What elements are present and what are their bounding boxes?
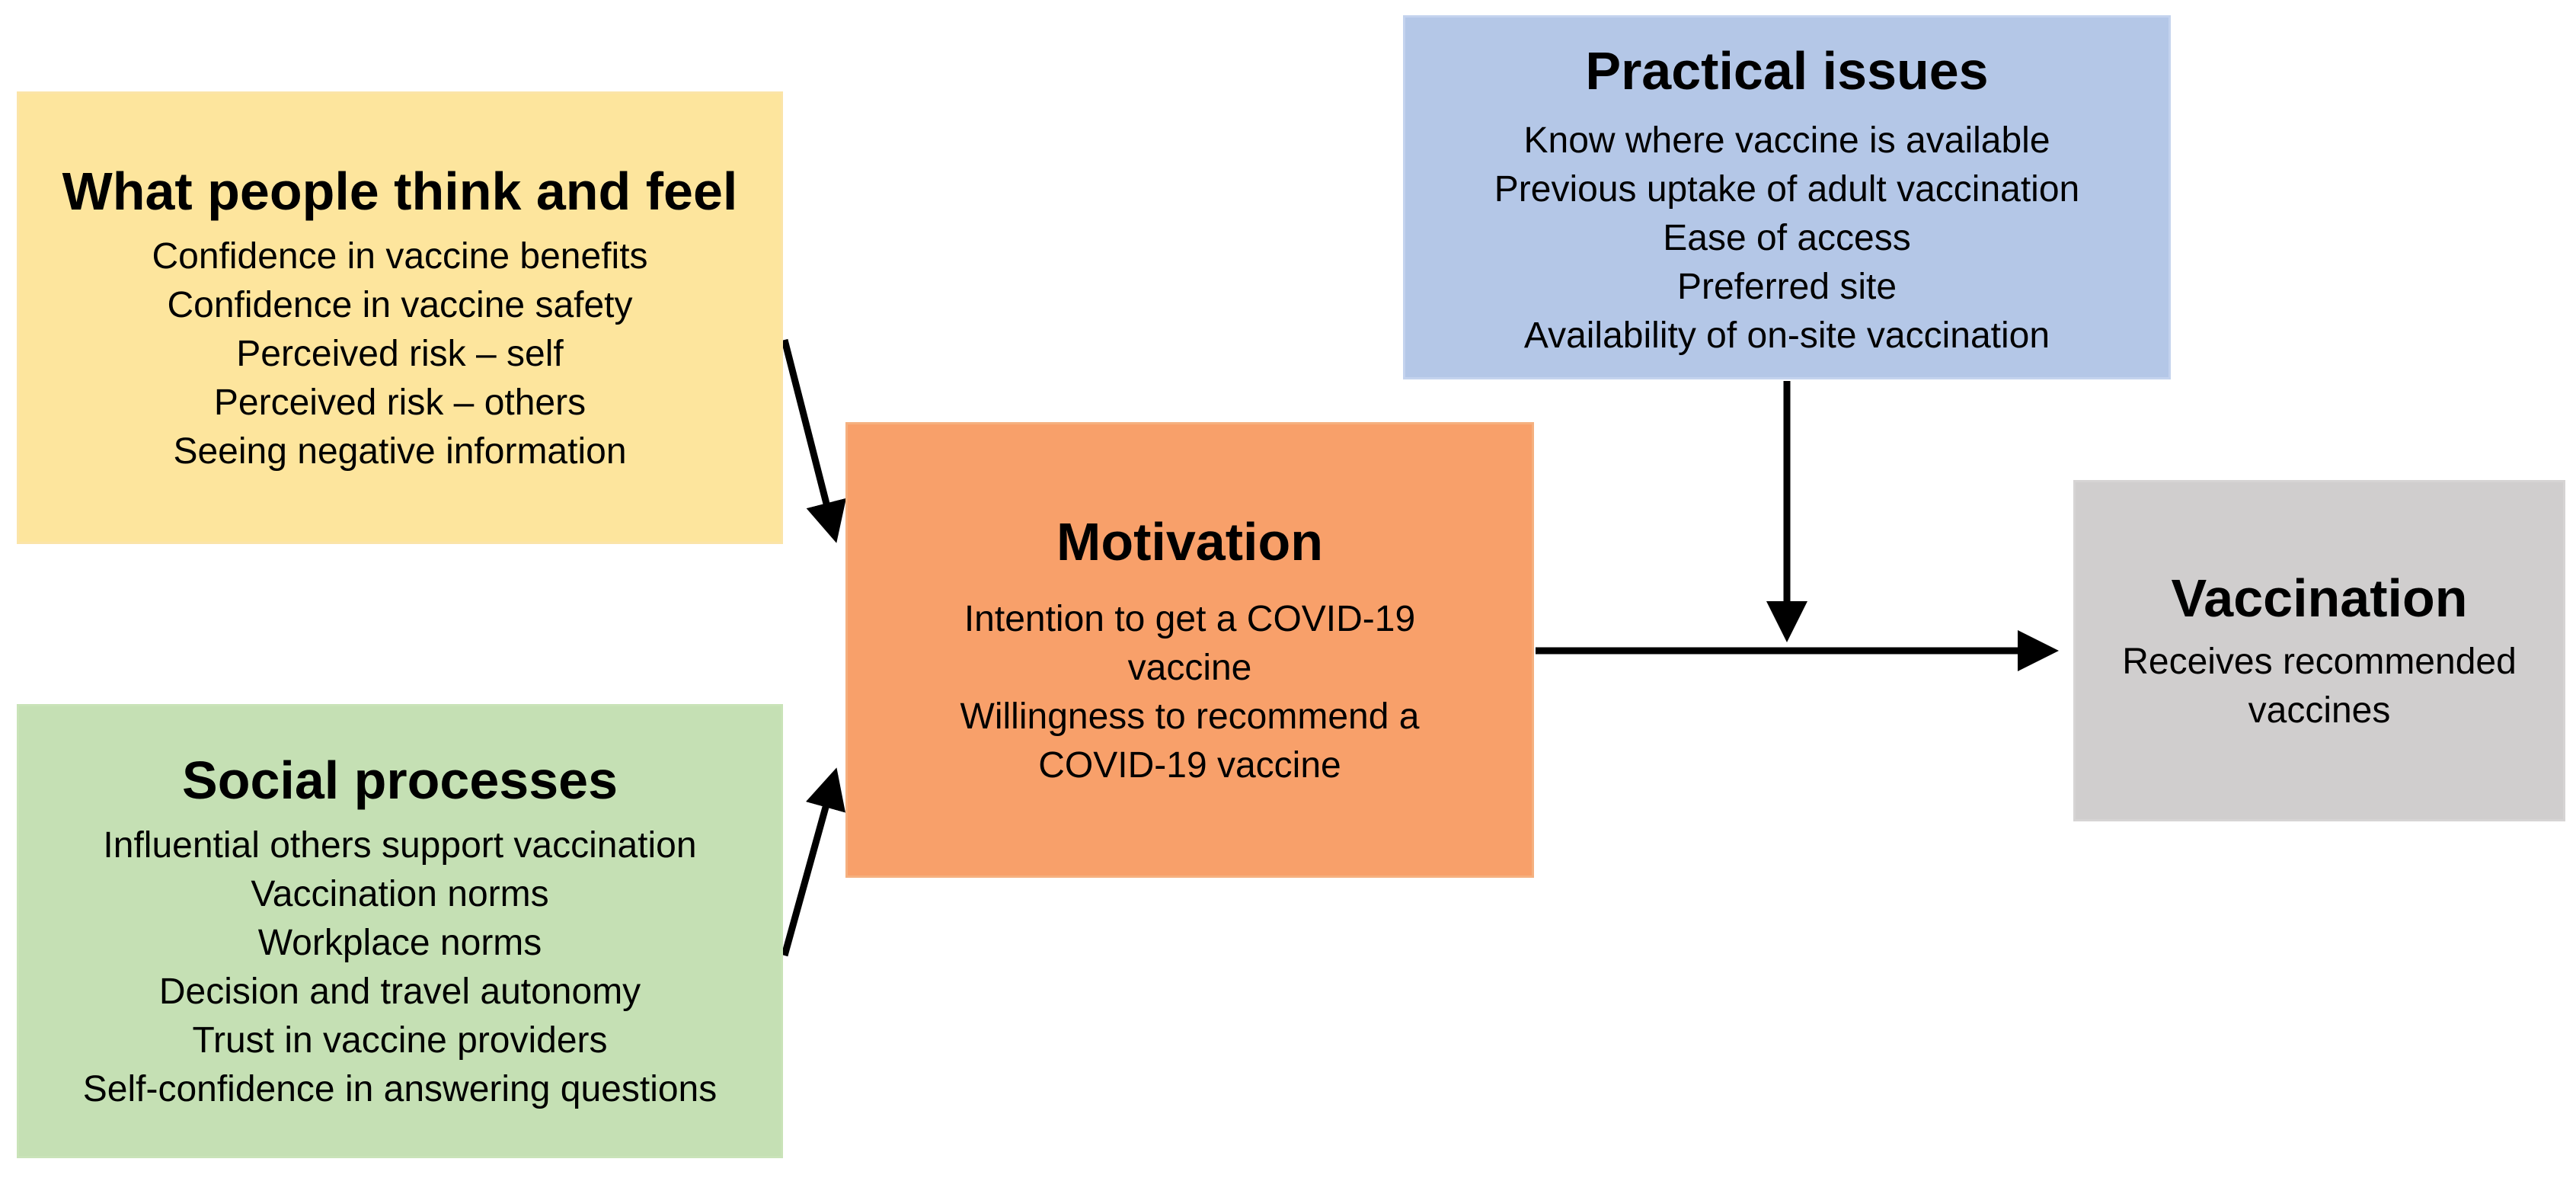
think-feel-title: What people think and feel bbox=[62, 162, 738, 221]
think-feel-list: Confidence in vaccine benefits Confidenc… bbox=[152, 232, 647, 476]
think-feel-box: What people think and feel Confidence in… bbox=[17, 91, 783, 544]
social-processes-box: Social processes Influential others supp… bbox=[17, 704, 783, 1158]
list-item: Willingness to recommend a COVID-19 vacc… bbox=[960, 696, 1420, 786]
social-processes-title: Social processes bbox=[182, 751, 618, 810]
motivation-box: Motivation Intention to get a COVID-19 v… bbox=[845, 422, 1534, 878]
arrow-think-to-motivation bbox=[781, 338, 847, 543]
list-item: Ease of access bbox=[1663, 218, 1911, 258]
arrow-social-to-motivation bbox=[781, 767, 845, 957]
list-item: Influential others support vaccination bbox=[103, 825, 697, 866]
practical-issues-list: Know where vaccine is available Previous… bbox=[1494, 117, 2079, 360]
motivation-list: Intention to get a COVID-19 vaccine Will… bbox=[900, 595, 1479, 790]
list-item: Workplace norms bbox=[257, 923, 542, 963]
list-item: Preferred site bbox=[1676, 267, 1897, 307]
list-item: Availability of on-site vaccination bbox=[1523, 315, 2050, 356]
vaccination-title: Vaccination bbox=[2171, 568, 2468, 628]
list-item: Seeing negative information bbox=[173, 431, 627, 472]
list-item: Confidence in vaccine safety bbox=[167, 285, 633, 325]
list-item: Self-confidence in answering questions bbox=[82, 1069, 718, 1109]
list-item: Intention to get a COVID-19 vaccine bbox=[964, 599, 1416, 688]
social-processes-list: Influential others support vaccination V… bbox=[83, 821, 718, 1114]
motivation-title: Motivation bbox=[1056, 512, 1323, 571]
list-item: Trust in vaccine providers bbox=[192, 1020, 608, 1061]
list-item: Receives recommended vaccines bbox=[2122, 642, 2517, 731]
vaccination-list: Receives recommended vaccines bbox=[2091, 638, 2548, 735]
vaccination-box: Vaccination Receives recommended vaccine… bbox=[2073, 480, 2565, 821]
list-item: Vaccination norms bbox=[251, 874, 549, 914]
list-item: Perceived risk – self bbox=[236, 334, 564, 374]
list-item: Perceived risk – others bbox=[213, 383, 586, 423]
practical-issues-title: Practical issues bbox=[1585, 41, 1989, 101]
practical-issues-box: Practical issues Know where vaccine is a… bbox=[1403, 15, 2171, 379]
list-item: Know where vaccine is available bbox=[1523, 120, 2050, 161]
list-item: Confidence in vaccine benefits bbox=[152, 236, 648, 277]
list-item: Previous uptake of adult vaccination bbox=[1494, 169, 2080, 210]
list-item: Decision and travel autonomy bbox=[158, 972, 641, 1012]
